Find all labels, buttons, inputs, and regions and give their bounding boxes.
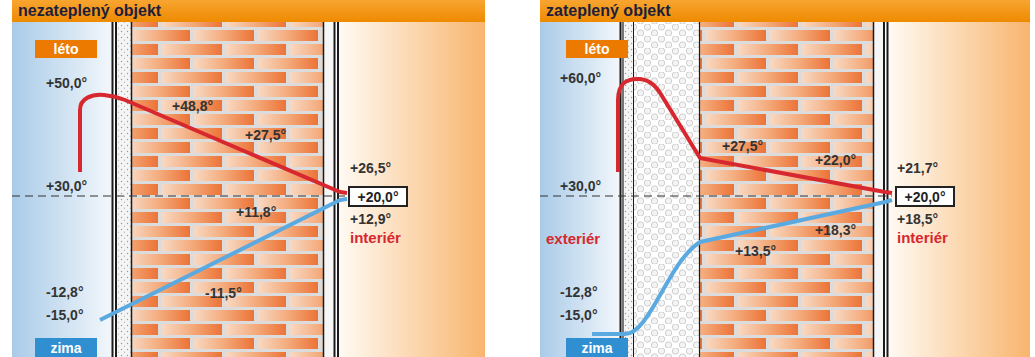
temperature-label: +13,5° — [735, 243, 776, 259]
temperature-label: +27,5° — [722, 138, 763, 154]
reference-line — [540, 195, 892, 196]
temperature-label: +27,5° — [245, 127, 286, 143]
temperature-label: +12,9° — [350, 211, 391, 227]
temperature-label: -15,0° — [46, 307, 84, 323]
temperature-label: +26,5° — [350, 160, 391, 176]
summer-curve — [80, 95, 347, 193]
temperature-label: -15,0° — [560, 307, 598, 323]
zone-label: interiér — [350, 229, 401, 246]
title-band: nezateplený objekt — [12, 0, 485, 22]
temperature-label: +22,0° — [815, 152, 856, 168]
render-layer — [624, 22, 633, 357]
wall-lines — [621, 22, 888, 357]
node-text: zima — [50, 340, 81, 356]
brick-layer — [132, 22, 323, 357]
season-tag: zima — [566, 338, 628, 357]
title-band: zateplený objekt — [540, 0, 1030, 22]
brick-layer — [700, 22, 873, 357]
insulated-wall — [540, 22, 1030, 357]
season-tag: léto — [566, 40, 628, 58]
winter-curve — [592, 200, 892, 334]
temperature-label: -12,8° — [46, 284, 84, 300]
wall-lines — [113, 22, 339, 357]
temperature-label: +50,0° — [46, 75, 87, 91]
interior-ground — [339, 22, 485, 357]
node-text: +20,0° — [904, 189, 945, 205]
temperature-label: +60,0° — [560, 70, 601, 86]
summer-curve — [618, 79, 892, 193]
temperature-label: +48,8° — [172, 98, 213, 114]
node-text: zima — [581, 340, 612, 356]
uninsulated-wall — [12, 22, 485, 357]
temperature-label: +18,5° — [897, 211, 938, 227]
winter-curve — [100, 199, 347, 320]
node-text: zateplený objekt — [546, 2, 670, 20]
temperature-label: +11,8° — [236, 204, 276, 220]
interior-ground — [889, 22, 1030, 357]
exterior-ground — [540, 22, 620, 357]
temperature-box: +20,0° — [348, 186, 408, 207]
node-text: léto — [54, 41, 79, 57]
exterior-ground — [12, 22, 112, 357]
insulation-layer — [634, 22, 699, 357]
temperature-label: -11,5° — [205, 285, 242, 301]
season-tag: zima — [35, 338, 97, 357]
temperature-label: +30,0° — [560, 178, 601, 194]
temperature-box: +20,0° — [895, 186, 955, 207]
temperature-label: +21,7° — [897, 160, 938, 176]
node-text: nezateplený objekt — [18, 2, 161, 20]
temperature-label: -12,8° — [560, 284, 598, 300]
zone-label: exteriér — [546, 230, 600, 247]
temperature-label: +18,3° — [815, 222, 856, 238]
reference-line — [12, 195, 347, 196]
node-text: léto — [585, 41, 610, 57]
zone-label: interiér — [897, 229, 948, 246]
node-text: +20,0° — [357, 189, 398, 205]
temperature-label: +30,0° — [46, 178, 87, 194]
season-tag: léto — [35, 40, 97, 58]
